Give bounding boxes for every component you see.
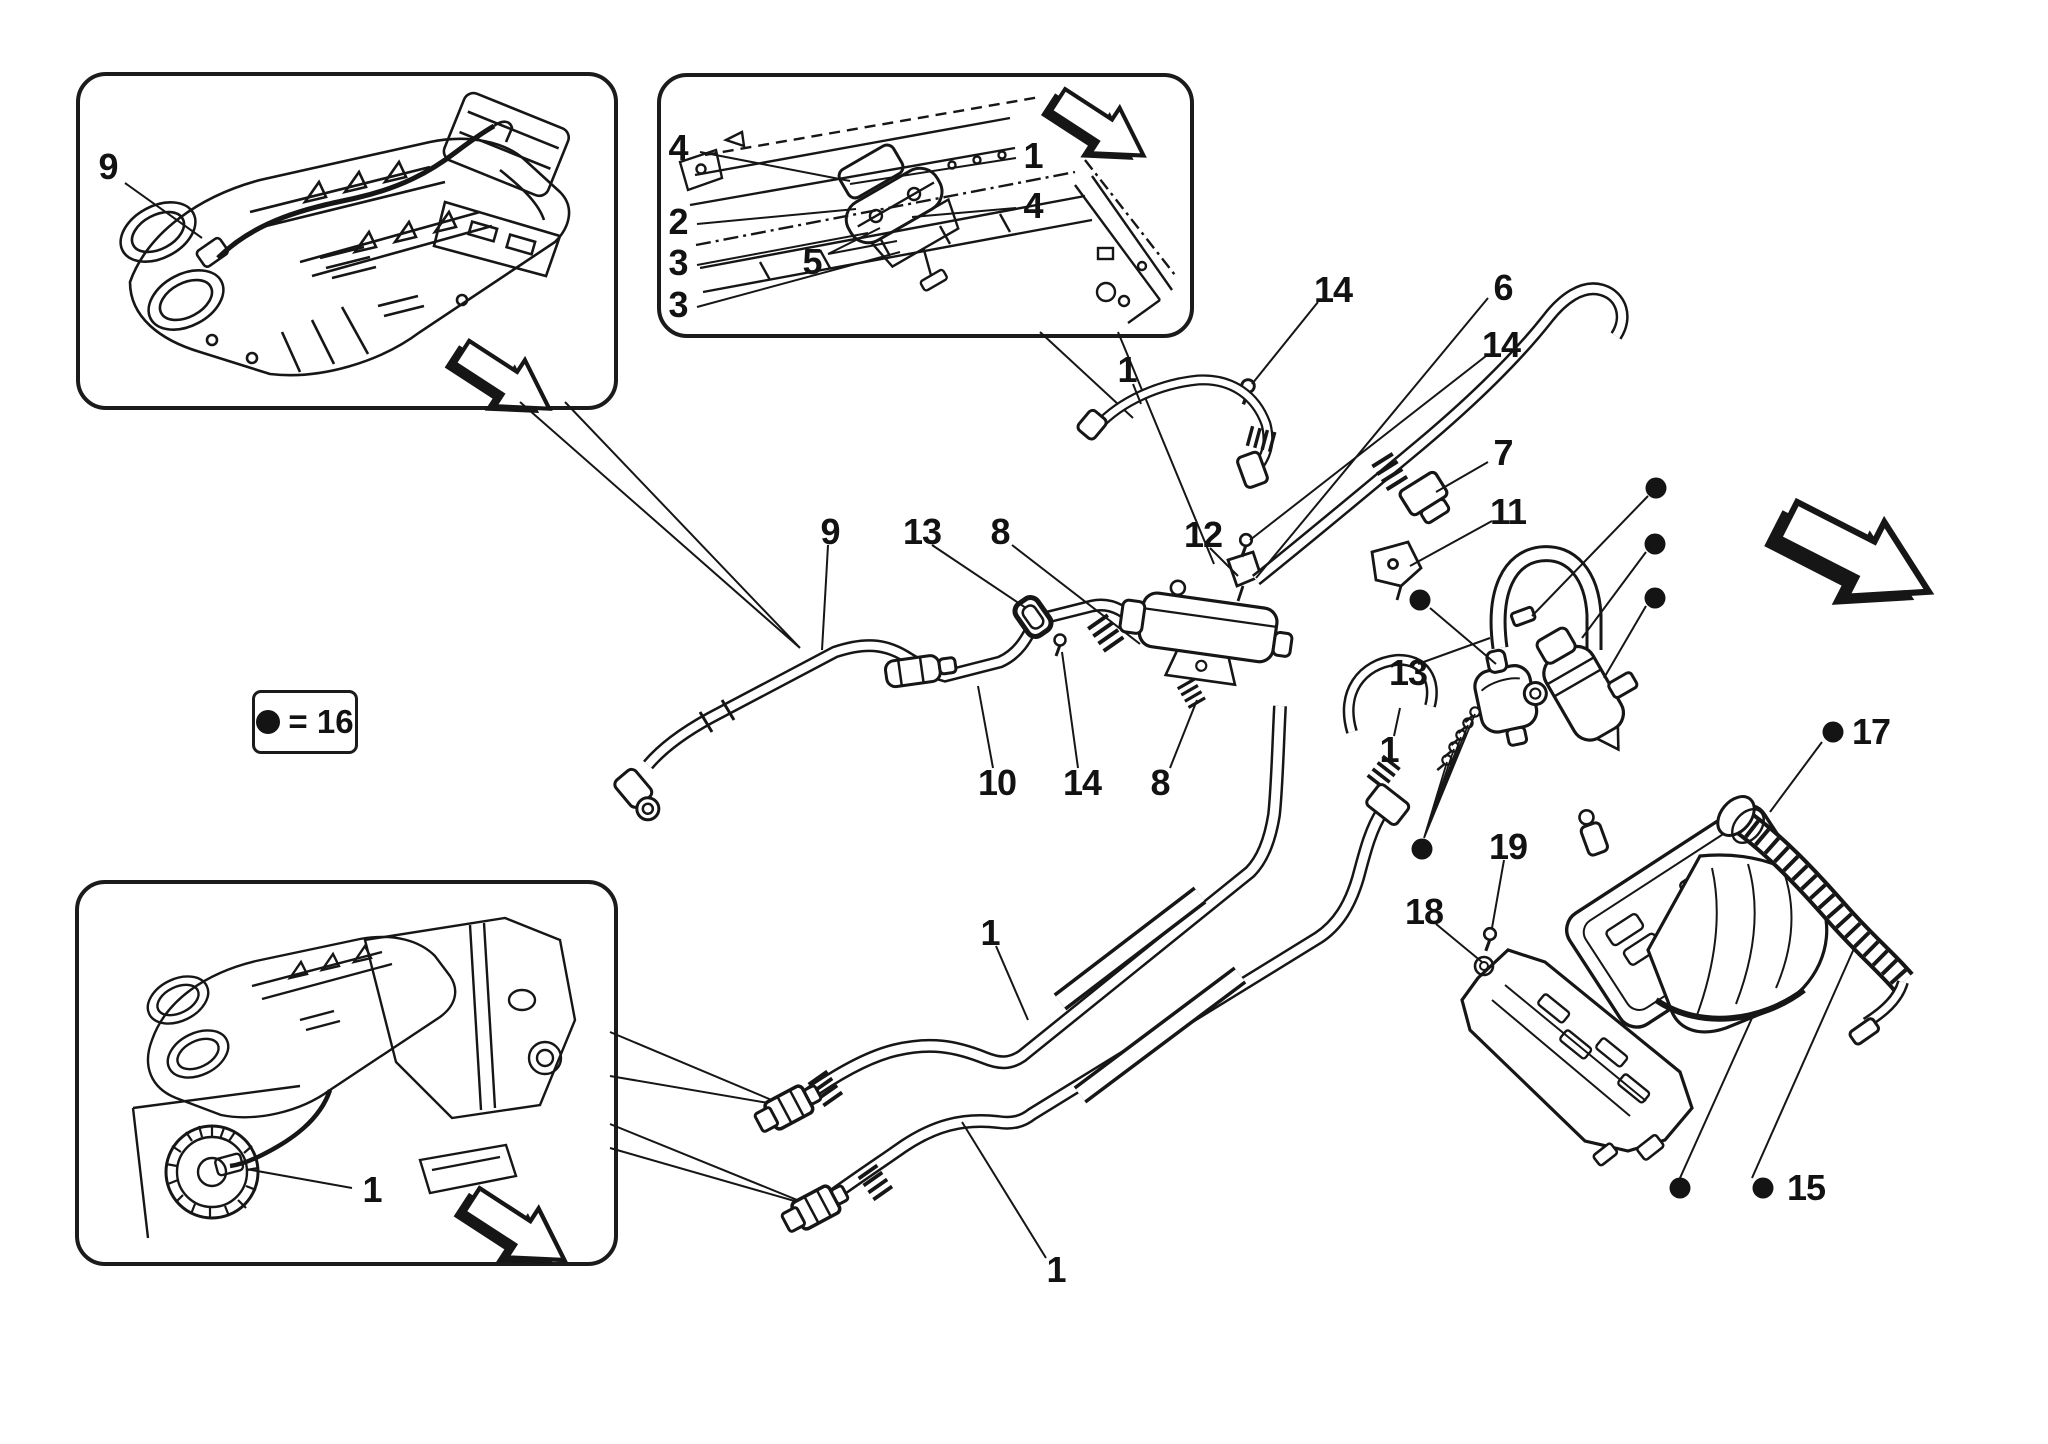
legend-dot-icon (256, 710, 281, 734)
heat-shield-18 (1460, 948, 1694, 1167)
pump (1473, 648, 1548, 747)
hose-1-loop (1342, 653, 1438, 734)
main-direction-arrow (1754, 478, 1947, 641)
inset-box-chassis (657, 73, 1194, 338)
bracket-11 (1370, 540, 1423, 601)
inset2-direction-arrow (1031, 72, 1161, 188)
canister-15 (1564, 803, 1829, 1034)
hose-9-10 (613, 595, 1143, 822)
separator-assembly (1118, 579, 1294, 687)
corrugated-hose-17 (1716, 795, 1914, 1046)
screw-19 (1482, 926, 1498, 953)
inset1-engine-art (119, 91, 571, 377)
inset-box-engine-top (76, 72, 618, 410)
inset3-direction-arrow (445, 1172, 580, 1293)
hose-6 (1251, 282, 1629, 586)
inset3-engine-tank-art (131, 916, 577, 1239)
hose-13-u (1489, 545, 1603, 650)
leader-lines (124, 182, 1857, 1259)
inset2-chassis-art (678, 95, 1176, 324)
inset1-direction-arrow (437, 326, 564, 440)
purge-valve (1535, 626, 1639, 752)
inset-box-engine-tank (75, 880, 618, 1266)
hose-1-top (1076, 374, 1277, 489)
legend-dot-equals-16: = 16 (252, 690, 358, 754)
hose-1-upper-run (750, 705, 1287, 1139)
hose-1-lower-run (777, 754, 1411, 1239)
legend-label: = 16 (288, 703, 354, 740)
screw-cluster (1423, 704, 1483, 839)
connector-7 (1370, 451, 1451, 525)
